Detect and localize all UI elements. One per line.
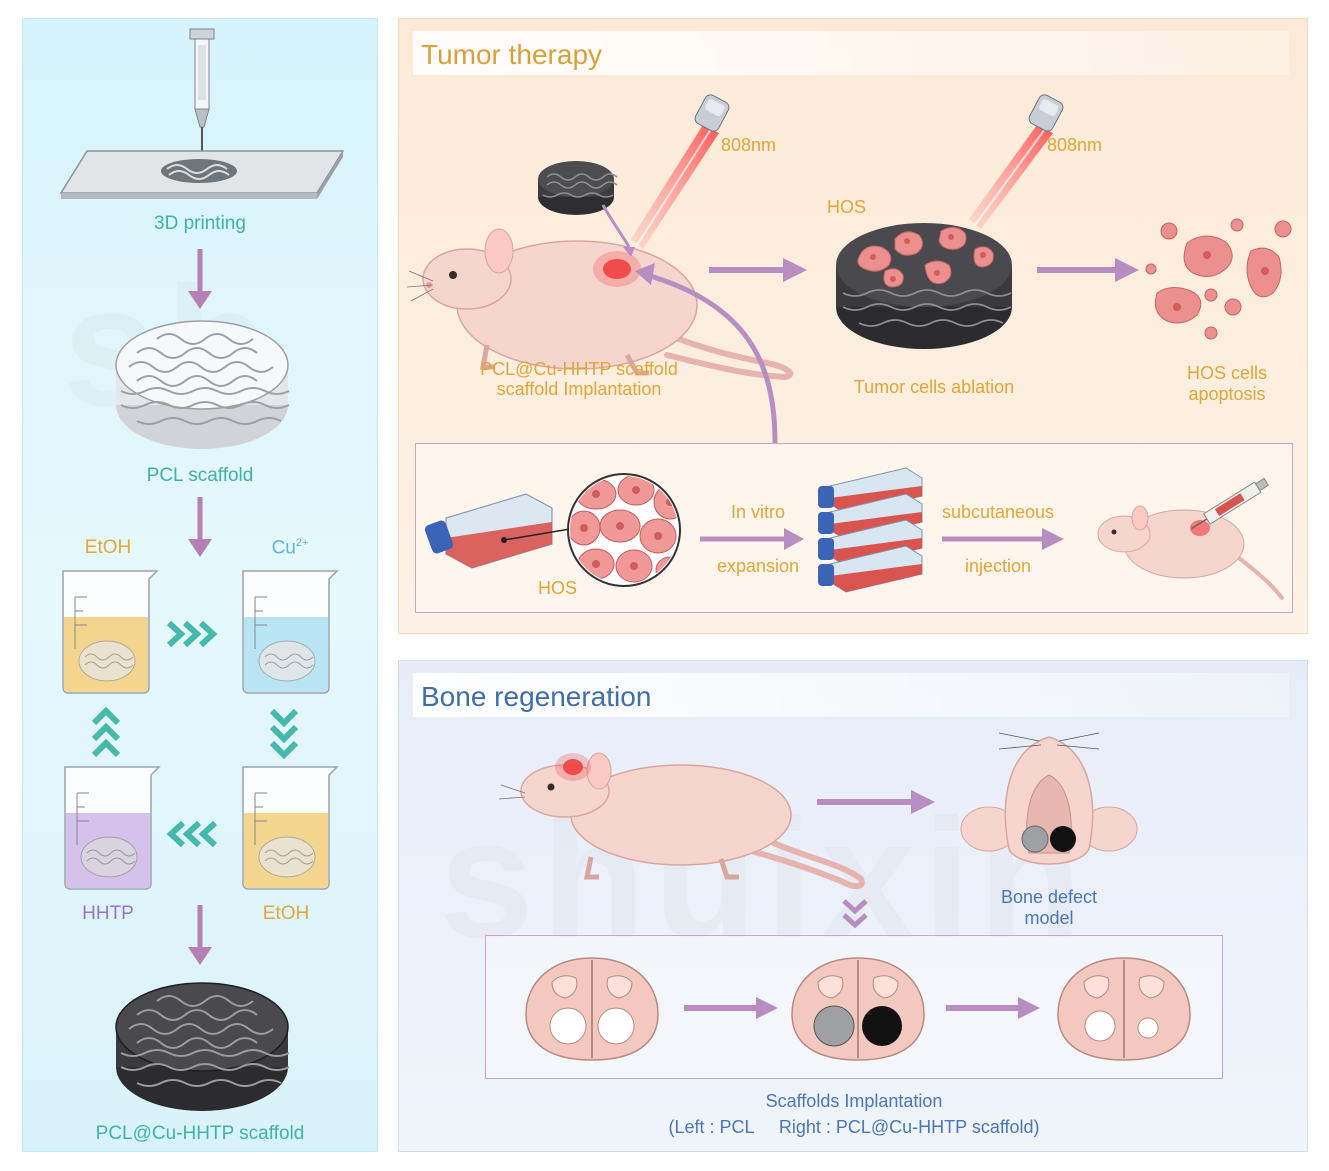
bone-regeneration-panel: shuixin Bone regeneration Bone def bbox=[398, 660, 1308, 1152]
pcl-cu-hhtp-scaffold-label: PCL@Cu-HHTP scaffold bbox=[95, 1123, 305, 1144]
bone-regeneration-title: Bone regeneration bbox=[421, 681, 652, 712]
injection-to-mouse-arrow bbox=[635, 263, 778, 444]
bone-title-bar: Bone regeneration bbox=[413, 673, 1289, 717]
skull-3-icon bbox=[1057, 957, 1191, 1061]
apoptosis-cells-icon bbox=[1145, 218, 1292, 340]
in-vitro-label-line2: expansion bbox=[716, 556, 800, 576]
implant-caption: Scaffolds Implantation bbox=[765, 1091, 943, 1111]
fabrication-panel: sh 3D printing PCL bbox=[22, 18, 378, 1152]
in-vitro-label-line1: In vitro bbox=[730, 502, 786, 522]
tumor-therapy-panel: Tumor therapy 808nm bbox=[398, 18, 1308, 634]
tumor-arrow-2 bbox=[1037, 258, 1139, 282]
stacked-flasks-icon bbox=[818, 467, 923, 593]
implant-label-line2: scaffold Implantation bbox=[496, 379, 662, 399]
subcut-label-line2: injection bbox=[964, 556, 1032, 576]
bone-defect-head-icon bbox=[960, 732, 1138, 865]
skulls-subbox bbox=[485, 935, 1223, 1079]
apoptosis-label: HOS cells apoptosis bbox=[1159, 363, 1295, 405]
chevrons-right-icon bbox=[166, 620, 218, 648]
tumor-title-bar: Tumor therapy bbox=[413, 31, 1289, 75]
beaker-cu-icon bbox=[242, 570, 339, 694]
beaker-etoh-top-icon bbox=[62, 570, 159, 694]
apoptosis-label-line2: apoptosis bbox=[1188, 384, 1266, 404]
tumor-scaffold-icon bbox=[836, 223, 1012, 349]
scaffold-to-mouse-arrow bbox=[601, 204, 635, 257]
bone-arrow-right bbox=[817, 790, 935, 814]
printing-plate-icon bbox=[59, 150, 345, 199]
chevrons-left-icon bbox=[166, 820, 218, 848]
pcl-cu-hhtp-scaffold-icon bbox=[115, 982, 290, 1111]
beaker-label-cu: Cu2+ bbox=[271, 537, 309, 559]
implant-sub-caption: (Left : PCL Right : PCL@Cu-HHTP scaffold… bbox=[668, 1117, 1040, 1137]
sub-arrow-2 bbox=[942, 528, 1064, 550]
skull-2-icon bbox=[791, 957, 925, 1061]
beaker-etoh-bottom-icon bbox=[242, 766, 339, 890]
chevrons-down-icon bbox=[269, 708, 299, 760]
chevrons-up-icon bbox=[91, 706, 121, 758]
down-arrow-3 bbox=[188, 905, 212, 965]
beaker-label-etoh-top: EtOH bbox=[84, 537, 132, 558]
hos-cells-circle-icon bbox=[567, 473, 681, 587]
laser-1-icon bbox=[631, 94, 730, 249]
syringe-icon bbox=[189, 28, 215, 155]
skull-arrow-2 bbox=[946, 997, 1040, 1019]
3d-printing-label: 3D printing bbox=[154, 213, 246, 234]
tumor-arrow-1 bbox=[709, 258, 807, 282]
implant-label: PCL@Cu-HHTP scaffold scaffold Implantati… bbox=[439, 359, 719, 399]
hos-label-top: HOS bbox=[827, 197, 867, 217]
hos-sub-label: HOS bbox=[538, 578, 578, 598]
laser-2-icon bbox=[969, 94, 1064, 229]
pcl-scaffold-label: PCL scaffold bbox=[146, 465, 254, 486]
culture-flask-icon bbox=[424, 493, 577, 569]
laser-1-label: 808nm bbox=[721, 135, 777, 155]
injection-mouse-icon bbox=[1097, 477, 1284, 600]
laser-2-label: 808nm bbox=[1047, 135, 1103, 155]
tumor-therapy-title: Tumor therapy bbox=[421, 39, 603, 70]
bone-defect-label: Bone defect model bbox=[969, 887, 1129, 929]
beaker-label-etoh-bottom: EtOH bbox=[262, 903, 310, 924]
sub-arrow-1 bbox=[700, 528, 804, 550]
bone-chevrons-down-icon bbox=[842, 899, 868, 929]
down-arrow-1 bbox=[188, 249, 212, 309]
ablation-label: Tumor cells ablation bbox=[853, 377, 1015, 397]
cell-culture-subbox: HOS In vitro expansion bbox=[415, 443, 1293, 613]
bone-defect-label-line1: Bone defect bbox=[1000, 887, 1098, 907]
apoptosis-label-line1: HOS cells bbox=[1186, 363, 1267, 383]
skull-arrow-1 bbox=[684, 997, 778, 1019]
small-scaffold-icon bbox=[538, 161, 618, 215]
down-arrow-2 bbox=[188, 497, 212, 557]
beaker-label-hhtp: HHTP bbox=[82, 903, 134, 924]
implant-label-line1: PCL@Cu-HHTP scaffold bbox=[480, 359, 678, 379]
subcut-label-line1: subcutaneous bbox=[941, 502, 1055, 522]
skull-1-icon bbox=[525, 957, 659, 1061]
pcl-scaffold-icon bbox=[115, 320, 290, 449]
beaker-hhtp-icon bbox=[64, 766, 161, 890]
bone-defect-label-line2: model bbox=[1024, 908, 1074, 928]
mouse-1-icon bbox=[406, 228, 794, 381]
rat-icon bbox=[498, 752, 865, 889]
